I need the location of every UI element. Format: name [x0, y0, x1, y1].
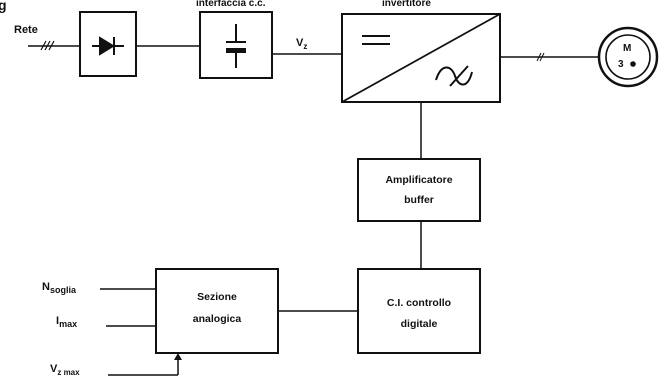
controller-label-line1: C.I. controllo — [387, 297, 451, 309]
amplifier-label-line1: Amplificatore — [385, 174, 452, 186]
analog-label-line2: analogica — [193, 313, 242, 325]
motor-label-top: M — [623, 43, 631, 54]
inverter-diagonal — [341, 13, 501, 103]
nsoglia-label: Nsoglia — [42, 281, 77, 295]
amplifier-buffer-block — [357, 158, 481, 222]
interfaccia-label: interfaccia c.c. — [196, 0, 266, 9]
diode-icon — [92, 36, 124, 56]
dc-to-ac-icon — [362, 35, 473, 87]
analog-label-line1: Sezione — [197, 291, 237, 303]
rete-label: Rete — [14, 24, 38, 36]
vz-label: Vz — [296, 37, 307, 51]
figure-label-fragment: g — [0, 0, 7, 13]
imax-label: Imax — [56, 315, 77, 329]
capacitor-icon — [226, 24, 246, 68]
analog-section-block — [155, 268, 279, 354]
invertitore-label: invertitore — [382, 0, 431, 9]
rectifier-block — [79, 11, 137, 77]
controller-label-line2: digitale — [401, 318, 438, 330]
three-phase-ticks-output — [536, 52, 545, 62]
amplifier-label-line2: buffer — [404, 194, 434, 206]
digital-controller-block — [357, 268, 481, 354]
three-phase-ticks-input — [40, 40, 55, 51]
phase-dot — [630, 61, 636, 67]
motor-label-bottom: 3 — [618, 59, 624, 70]
vzmax-label: Vz max — [50, 363, 80, 377]
dc-link-block — [199, 11, 273, 79]
vzmax-arrowhead — [174, 353, 182, 360]
three-phase-motor-icon — [597, 26, 659, 88]
